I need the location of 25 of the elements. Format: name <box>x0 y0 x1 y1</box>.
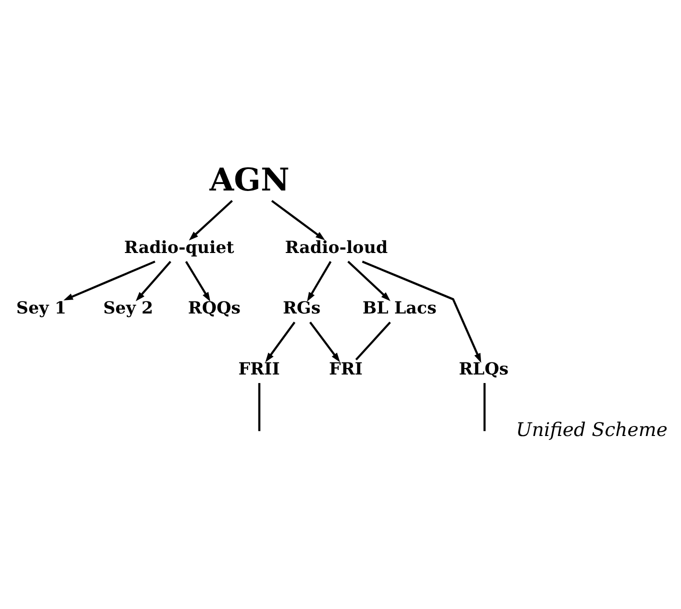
node-text: FRII <box>238 358 280 378</box>
arrow <box>362 260 482 362</box>
arrow <box>309 321 340 362</box>
connector <box>355 321 391 360</box>
node-text: FRI <box>328 358 363 378</box>
node-text: Radio-loud <box>284 236 388 256</box>
arrow <box>185 260 210 302</box>
node-text: Radio-quiet <box>124 236 234 256</box>
node-text: BL Lacs <box>362 297 437 318</box>
node-text: Sey 2 <box>103 297 154 318</box>
node-text: RQQs <box>188 297 241 318</box>
connector <box>484 382 486 431</box>
arrow <box>265 321 296 362</box>
connector <box>258 382 260 431</box>
arrow <box>347 260 390 301</box>
arrow <box>136 260 172 301</box>
node-text: RGs <box>282 297 321 318</box>
arrow <box>63 260 156 300</box>
node-text: RLQs <box>458 358 509 378</box>
arrow <box>188 200 233 240</box>
arrow <box>307 260 332 302</box>
arrow <box>271 199 326 240</box>
label: Unified Scheme <box>516 419 668 440</box>
node-text: Sey 1 <box>16 297 66 318</box>
node-text: AGN <box>210 160 290 198</box>
